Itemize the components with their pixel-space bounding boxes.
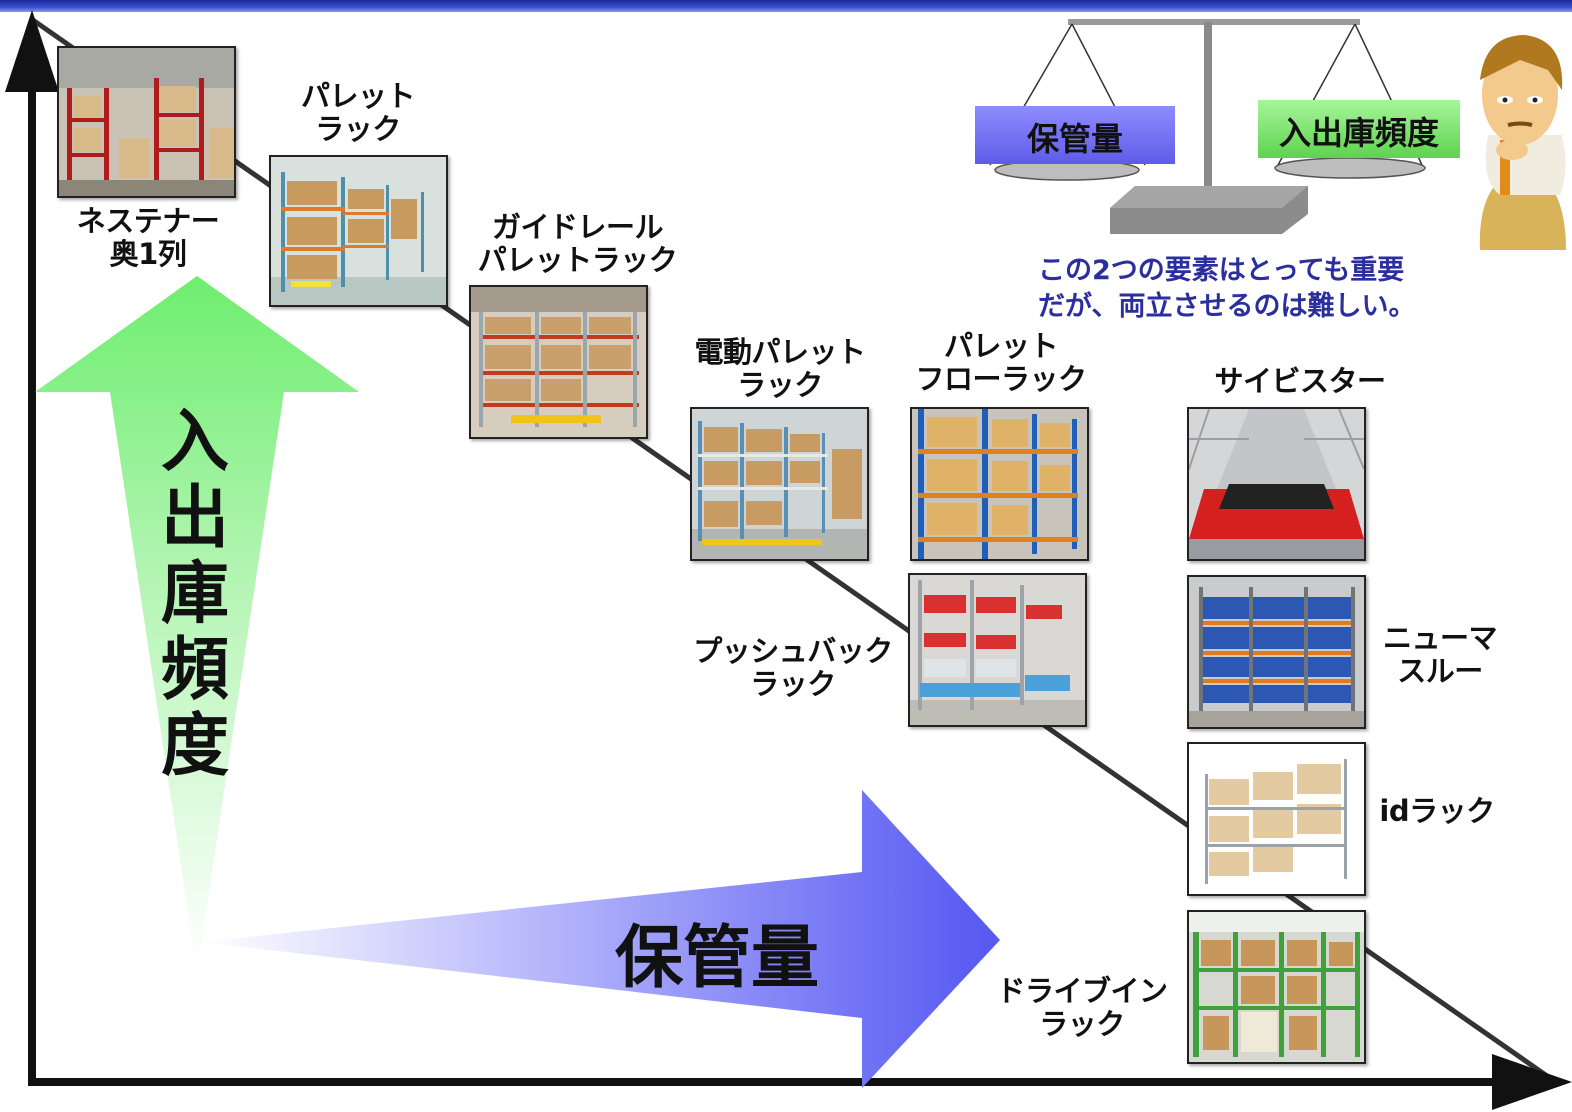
photo-id-rack (1187, 742, 1366, 896)
tradeoff-note: この2つの要素はとっても重要 だが、両立させるのは難しい。 (1038, 255, 1416, 322)
vertical-axis-title: 入出庫頻度 (160, 403, 229, 786)
x-axis-arrowhead (1492, 1054, 1572, 1110)
label-nestainer: ネステナー 奥1列 (76, 204, 220, 271)
left-pan-box (975, 106, 1175, 164)
label-electric-pallet-rack: 電動パレット ラック (694, 335, 866, 402)
right-pan-box (1258, 100, 1460, 158)
label-pushback-rack: プッシュバック ラック (693, 634, 893, 701)
right-pan-label: 入出庫頻度 (1278, 114, 1439, 152)
left-pan-label: 保管量 (1026, 120, 1123, 158)
header-bar (0, 0, 1572, 12)
frequency-up-arrow (35, 276, 359, 972)
photo-pallet-flow-rack (910, 407, 1089, 561)
label-saibister: サイビスター (1214, 364, 1386, 398)
photo-guide-rail-rack (469, 285, 648, 439)
label-pallet-flow-rack: パレット フローラック (915, 329, 1087, 396)
photo-pallet-rack (269, 155, 448, 307)
photo-electric-pallet-rack (690, 407, 869, 561)
thinking-man-icon (1479, 35, 1566, 250)
photo-nestainer (57, 46, 236, 198)
label-pallet-rack: パレット ラック (300, 79, 416, 146)
photo-saibister (1187, 407, 1366, 561)
label-guide-rail-rack: ガイドレール パレットラック (477, 210, 678, 277)
label-drive-in-rack: ドライブイン ラック (996, 974, 1168, 1041)
photo-pushback-rack (908, 573, 1087, 727)
balance-scale (975, 19, 1460, 234)
y-axis-arrowhead (5, 10, 59, 92)
label-pneumatic-through: ニューマ スルー (1382, 621, 1498, 688)
label-id-rack: idラック (1379, 794, 1495, 828)
storage-right-arrow (200, 790, 1000, 1088)
horizontal-axis-title: 保管量 (615, 919, 820, 998)
photo-pneumatic-through (1187, 575, 1366, 729)
photo-drive-in-rack (1187, 910, 1366, 1064)
